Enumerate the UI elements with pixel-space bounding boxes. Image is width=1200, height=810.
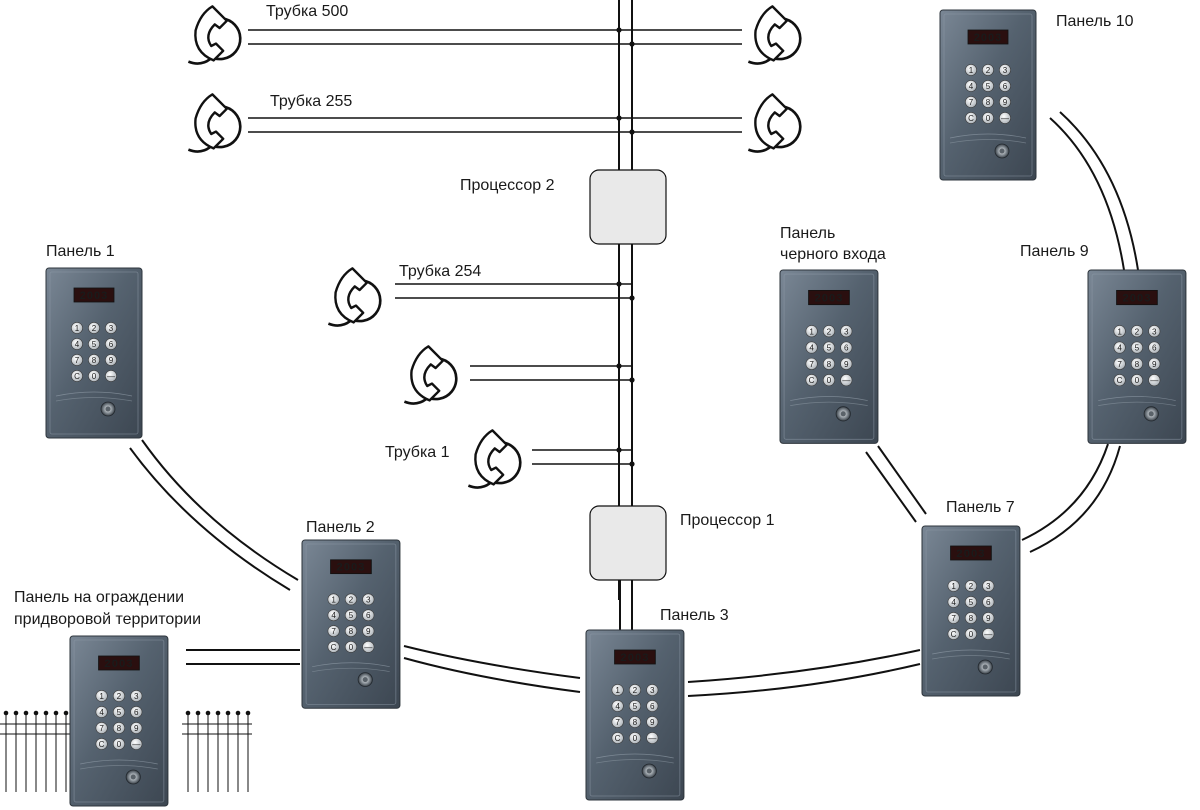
wire-junctions — [616, 27, 635, 467]
label-panel-9: Панель 9 — [1020, 243, 1089, 260]
panel-7 — [921, 525, 1021, 697]
label-processor-1: Процессор 1 — [680, 512, 775, 529]
panel-fence — [69, 635, 169, 807]
handset-254-icon — [327, 267, 382, 327]
processor-2-box — [589, 169, 667, 245]
label-back-entrance-line2: черного входа — [780, 246, 886, 263]
panel-2 — [301, 539, 401, 709]
label-fence-line2: придворовой территории — [14, 611, 201, 628]
wiring — [129, 0, 1139, 697]
panel-1 — [45, 267, 143, 439]
label-handset-255: Трубка 255 — [270, 93, 352, 110]
panel-3 — [585, 629, 685, 801]
label-panel-1: Панель 1 — [46, 243, 115, 260]
panel-10 — [939, 9, 1037, 181]
handset-255-left-icon — [187, 93, 242, 153]
label-handset-254: Трубка 254 — [399, 263, 481, 280]
label-panel-2: Панель 2 — [306, 519, 375, 536]
handset-500-right-icon — [747, 5, 802, 65]
fence-left-icon — [0, 710, 71, 793]
label-handset-500: Трубка 500 — [266, 3, 348, 20]
handset-500-left-icon — [187, 5, 242, 65]
handset-icon — [403, 345, 458, 405]
label-panel-10: Панель 10 — [1056, 13, 1134, 30]
handset-255-right-icon — [747, 93, 802, 153]
panel-9 — [1087, 269, 1187, 444]
fence-right-icon — [181, 710, 253, 793]
panel-back-entrance — [779, 269, 879, 444]
handset-1-icon — [467, 429, 522, 489]
label-fence-line1: Панель на ограждении — [14, 589, 184, 606]
label-back-entrance-line1: Панель — [780, 225, 835, 242]
label-panel-7: Панель 7 — [946, 499, 1015, 516]
processor-1-box — [589, 505, 667, 581]
label-handset-1: Трубка 1 — [385, 444, 450, 461]
label-processor-2: Процессор 2 — [460, 177, 555, 194]
label-panel-3: Панель 3 — [660, 607, 729, 624]
